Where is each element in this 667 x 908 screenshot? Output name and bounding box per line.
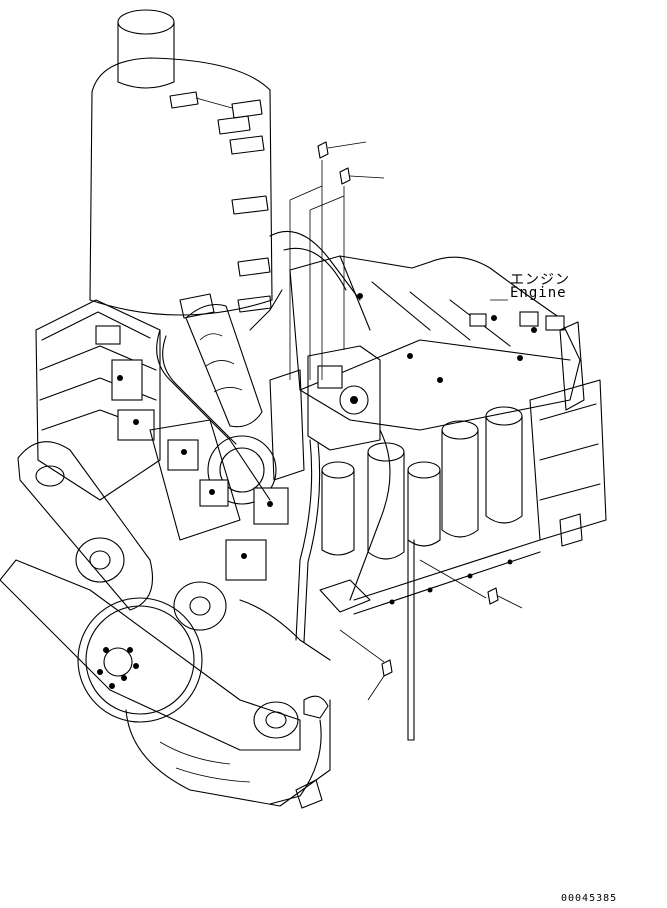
flywheel-housing [0, 559, 301, 751]
clip-callout-3 [419, 559, 523, 609]
fuel-filters [321, 406, 523, 560]
intake-pipe [185, 303, 277, 505]
drawing-number: 00045385 [561, 893, 618, 904]
engine-front-block [35, 299, 161, 501]
engine-rear-side [353, 379, 607, 615]
wiring-harness [156, 231, 391, 661]
oil-pan [125, 695, 331, 809]
clip-callout-4 [339, 629, 393, 701]
engine-label-english: Engine [510, 285, 567, 301]
clip-callout-1 [289, 141, 367, 380]
drain-hose [269, 719, 322, 805]
belt-drive [17, 441, 227, 631]
fuel-pump-area [149, 345, 381, 581]
clip-callout-2 [309, 167, 385, 380]
air-cleaner [89, 9, 273, 319]
engine-label-japanese: エンジン [510, 272, 570, 288]
dipstick [407, 539, 415, 741]
